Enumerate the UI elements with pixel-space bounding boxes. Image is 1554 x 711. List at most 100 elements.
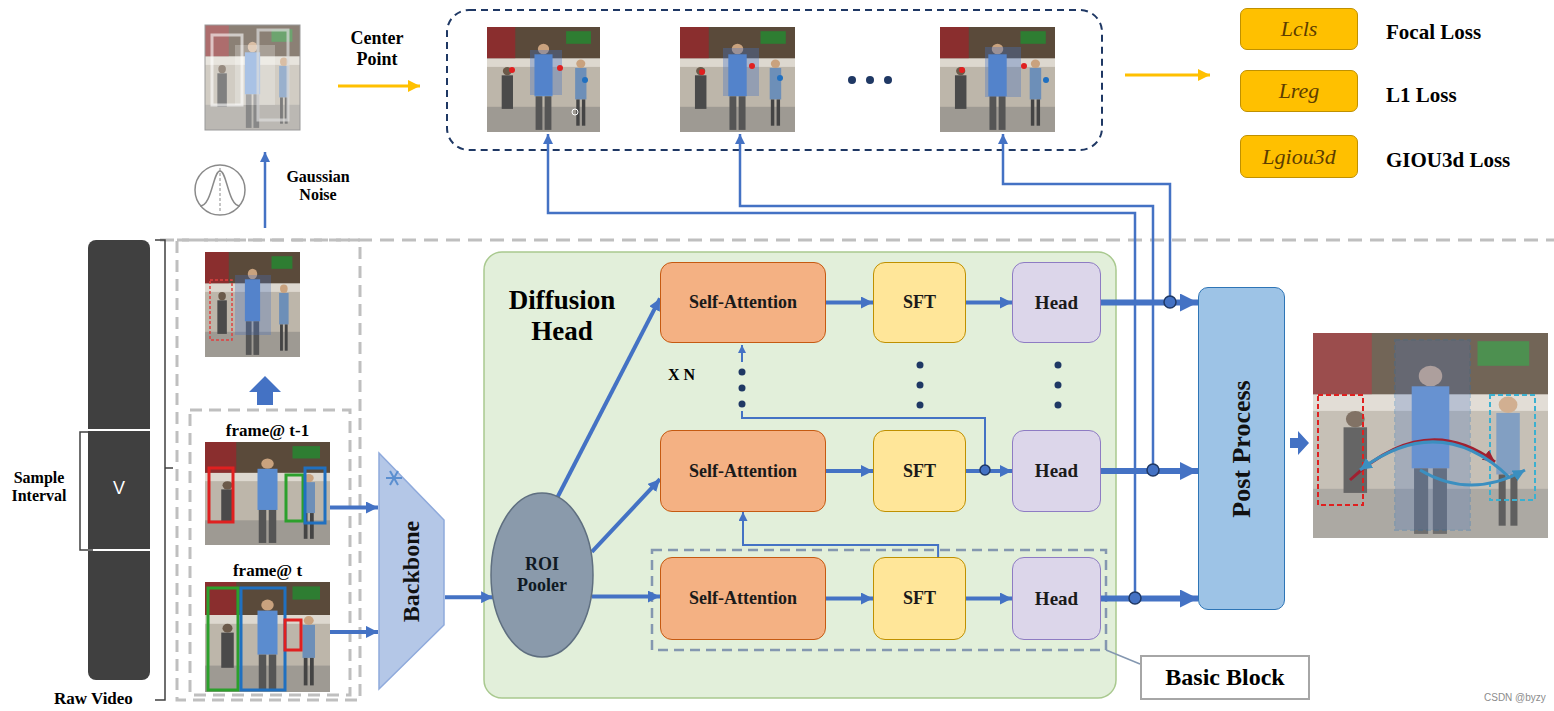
up-block-arrow	[249, 376, 281, 405]
denoise-step-image-part	[940, 27, 1055, 132]
head-box: Head	[1012, 430, 1101, 512]
diffusion-head-label: Diffusion Head	[492, 285, 632, 347]
noise-arrow	[264, 152, 267, 228]
output-block-arrow	[1290, 431, 1309, 455]
frozen-icon-stroke	[390, 471, 398, 485]
denoise-step-image-part	[1043, 77, 1049, 83]
repeat-dots-part	[1055, 362, 1062, 369]
frame-image	[205, 442, 330, 545]
arrow-label-holder: Center Point	[333, 28, 421, 70]
noised-input-image-part	[205, 252, 300, 357]
repeat-dots-part	[917, 382, 924, 389]
denoise-step-image-part	[557, 65, 563, 71]
segment-line	[88, 429, 150, 431]
junction-dots-part	[1129, 592, 1141, 604]
feedback-wire	[741, 345, 743, 362]
loss-label: Lreg	[1279, 78, 1320, 104]
backbone-label: Backbone	[398, 520, 425, 621]
loss-box: Lcls	[1240, 8, 1358, 50]
ellipsis-dots-part	[884, 76, 892, 84]
sft-label: SFT	[903, 292, 936, 313]
frame-image-part	[305, 468, 325, 523]
post-process-box: Post Process	[1198, 287, 1285, 610]
arrow-label: Gaussian Noise	[274, 168, 362, 204]
video-label-holder: Raw Video	[54, 689, 133, 709]
noised-input-image-part	[235, 275, 271, 335]
connector	[330, 630, 378, 634]
connector	[743, 512, 938, 557]
roi-pooler-ellipse: ROI Pooler	[490, 492, 594, 658]
connector	[826, 301, 873, 305]
callout-box: Basic Block	[1140, 655, 1310, 700]
noisy-image-part	[205, 25, 300, 130]
connector	[826, 597, 873, 601]
head-label: Head	[1035, 588, 1078, 610]
head-label: Head	[1035, 460, 1078, 482]
tracking-result-image-part	[1313, 333, 1548, 538]
loss-label: Lgiou3d	[1262, 144, 1335, 170]
backbone-trapezoid: Backbone	[378, 452, 445, 690]
watermark-holder: CSDN @byzy	[1484, 692, 1546, 703]
denoise-step-image	[487, 27, 600, 132]
loss-box: Lreg	[1240, 70, 1358, 112]
repeat-dots-part	[1055, 402, 1062, 409]
frozen-icon	[386, 471, 402, 485]
noised-input-image	[205, 252, 300, 357]
loss-box: Lgiou3d	[1240, 135, 1358, 178]
video-label: V	[113, 478, 125, 499]
frame-caption-box: frame@ t	[205, 560, 330, 692]
segment-line	[88, 549, 150, 551]
sft-box: SFT	[873, 557, 966, 640]
tracking-result-image-part	[1318, 395, 1363, 505]
denoise-step-image-part	[487, 27, 600, 132]
repeat-dots-part	[1055, 382, 1062, 389]
frozen-icon-stroke	[390, 471, 398, 485]
tracking-result-image-part	[1360, 442, 1510, 478]
ellipsis-dots-part	[866, 76, 874, 84]
video-bracket	[155, 240, 173, 700]
frame-caption-label: frame@ t-1	[226, 421, 309, 441]
connector	[1101, 300, 1198, 306]
frame-image-part	[286, 475, 303, 521]
loss-name-holder: GIOU3d Loss	[1386, 148, 1510, 173]
roi-pooler-label: ROI Pooler	[502, 554, 582, 596]
loss-name: L1 Loss	[1386, 83, 1457, 108]
connector	[826, 469, 873, 473]
denoise-step-image	[940, 27, 1055, 132]
video-segment: V	[88, 240, 150, 680]
denoise-step-image-part	[509, 67, 515, 73]
raw-video-bar	[88, 240, 150, 680]
center-point-arrow	[338, 85, 420, 88]
frame-image-part	[209, 468, 233, 522]
frame-image	[205, 582, 330, 692]
denoise-step-image-part	[723, 48, 759, 96]
denoise-step-image-part	[582, 77, 588, 83]
attention-box: Self-Attention	[660, 557, 826, 640]
gaussian-symbol-part	[195, 165, 245, 215]
arrow-label-holder: Gaussian Noise	[274, 168, 362, 204]
denoise-group	[447, 10, 1102, 150]
trapezoid-outline	[379, 453, 444, 689]
sft-label: SFT	[903, 588, 936, 609]
denoise-step-image-part	[777, 75, 783, 81]
noisy-image	[205, 25, 300, 130]
callout-label: Basic Block	[1165, 664, 1284, 691]
tracking-result-image-part	[1420, 470, 1525, 485]
connector	[330, 506, 378, 510]
denoise-step-image-part	[959, 67, 965, 73]
attention-label: Self-Attention	[689, 461, 797, 482]
frame-caption-box: frame@ t-1	[205, 420, 330, 545]
connector	[1101, 596, 1198, 602]
denoise-step-image-part	[530, 50, 562, 95]
tracking-result-image-part	[1350, 440, 1495, 480]
output-wire	[548, 134, 1135, 598]
noisy-image-part	[205, 25, 300, 130]
repeat-dots-part	[917, 362, 924, 369]
gaussian-symbol-part	[220, 168, 221, 212]
arrow-label: Center Point	[333, 28, 421, 70]
repeat-label-holder: X N	[668, 366, 695, 384]
head-label: Head	[1035, 292, 1078, 314]
tracking-result-image-part	[1313, 333, 1548, 538]
sft-box: SFT	[873, 262, 966, 343]
